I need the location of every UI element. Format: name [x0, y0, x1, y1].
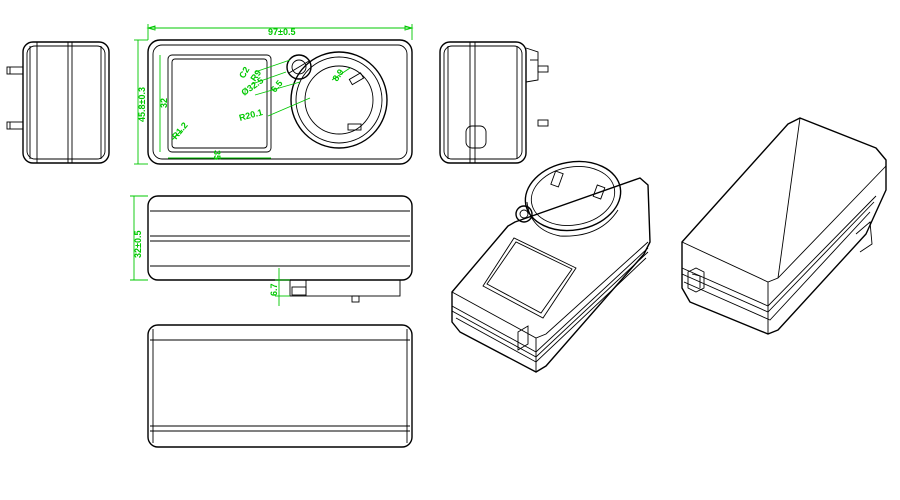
isometric-socket-view — [451, 160, 651, 373]
dim-pin-offset: 6.7 — [269, 283, 279, 296]
right-side-view — [439, 41, 549, 164]
left-side-view — [6, 41, 110, 164]
plug-bottom — [289, 279, 401, 303]
dim-c2: C2 — [237, 65, 251, 80]
plug-pin-top — [6, 66, 24, 75]
dim-window-width: 35 — [212, 150, 222, 160]
dim-window-height: 32 — [159, 98, 169, 108]
dim-length: 97±0.5 — [268, 27, 295, 37]
isometric-back-view — [681, 117, 887, 335]
dim-width: 45.8±0.3 — [137, 87, 147, 122]
dim-socket-radius: R20.1 — [238, 107, 264, 123]
iso-back-notch — [687, 267, 705, 293]
dim-height: 32±0.5 — [133, 231, 143, 258]
socket-edge — [525, 47, 549, 127]
plug-pin-bottom — [6, 121, 24, 130]
front-dimensions — [134, 24, 414, 165]
dim-side: 8.9 — [330, 67, 345, 83]
iso-back-plug-stub — [855, 221, 873, 253]
top-view — [147, 195, 413, 303]
label-window — [167, 54, 272, 153]
front-view — [147, 39, 413, 165]
top-dimensions — [130, 195, 290, 306]
dim-window-radius: R1.2 — [170, 120, 190, 141]
iso-side-notch — [517, 325, 529, 351]
socket — [286, 51, 388, 149]
iso-label-window — [482, 237, 577, 319]
iso-socket — [515, 160, 622, 237]
bottom-view — [147, 324, 413, 448]
